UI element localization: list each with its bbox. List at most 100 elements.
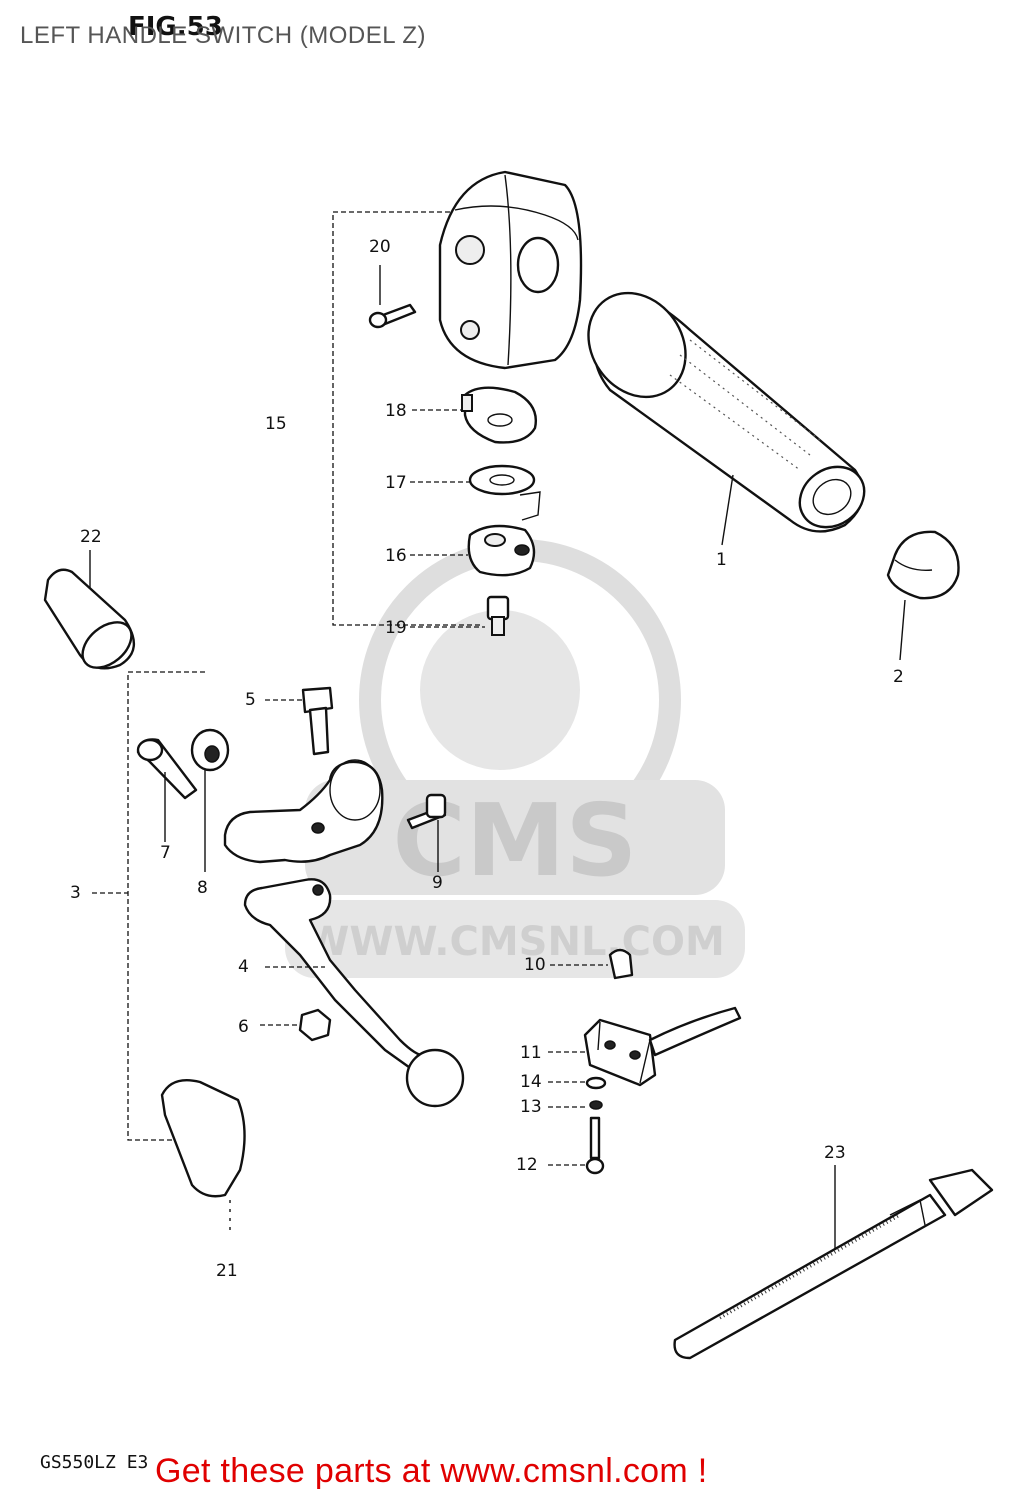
bolt-5-shank bbox=[308, 706, 330, 756]
callout-5: 5 bbox=[245, 690, 256, 710]
part-18-cam bbox=[463, 386, 537, 444]
switch-10 bbox=[550, 948, 634, 980]
figure-number: FIG.53 bbox=[128, 12, 223, 42]
callout-7: 7 bbox=[160, 843, 171, 863]
part-14-washer bbox=[585, 1076, 607, 1090]
part-17-hole bbox=[489, 474, 515, 486]
callout-6: 6 bbox=[238, 1017, 249, 1037]
lever-cover-21 bbox=[160, 1078, 246, 1230]
callout-8: 8 bbox=[197, 878, 208, 898]
leader-1 bbox=[721, 474, 734, 546]
bolt-5 bbox=[265, 686, 334, 756]
clutch-lever-4 bbox=[243, 878, 465, 1108]
page-title: LEFT HANDLE SWITCH (MODEL Z) bbox=[20, 22, 427, 49]
callout-2: 2 bbox=[893, 667, 904, 687]
boot-22-mouth bbox=[81, 621, 133, 669]
switch-housing-bore bbox=[516, 236, 560, 294]
callout-11: 11 bbox=[520, 1043, 542, 1063]
bolt-7 bbox=[136, 738, 198, 842]
switch-internals bbox=[410, 386, 541, 636]
lever-holder-pivot bbox=[311, 822, 325, 834]
callout-23: 23 bbox=[824, 1143, 846, 1163]
nut-6 bbox=[260, 1008, 332, 1042]
lever-cover-body bbox=[160, 1078, 246, 1198]
promo-link[interactable]: Get these parts at www.cmsnl.com ! bbox=[155, 1452, 708, 1490]
callout-15: 15 bbox=[265, 414, 287, 434]
switch-11-edges bbox=[597, 1021, 651, 1084]
callout-18: 18 bbox=[385, 401, 407, 421]
callout-4: 4 bbox=[238, 957, 249, 977]
callout-16: 16 bbox=[385, 546, 407, 566]
callout-22: 22 bbox=[80, 527, 102, 547]
cable-tie-23 bbox=[673, 1165, 994, 1360]
part-17-spring bbox=[519, 491, 541, 521]
bar-end-cap bbox=[886, 530, 960, 600]
part-19-screw-shank bbox=[491, 616, 505, 636]
leader-2 bbox=[899, 599, 906, 661]
callout-3: 3 bbox=[70, 883, 81, 903]
part-18-tab bbox=[461, 394, 473, 412]
part-16-pin bbox=[514, 544, 530, 556]
callout-17: 17 bbox=[385, 473, 407, 493]
clutch-switch-11 bbox=[548, 1006, 742, 1087]
callout-1: 1 bbox=[716, 550, 727, 570]
lever-holder bbox=[223, 759, 384, 864]
bracket-15 bbox=[332, 211, 480, 626]
callout-13: 13 bbox=[520, 1097, 542, 1117]
part-12-screw-shank bbox=[589, 1116, 601, 1160]
washer-8-hole bbox=[204, 745, 220, 763]
grip-end bbox=[798, 465, 866, 529]
cms-watermark: CMS WWW.CMSNL.COM bbox=[285, 539, 745, 978]
switch-11-hole-b bbox=[629, 1050, 641, 1060]
small-hardware bbox=[548, 1076, 607, 1175]
watermark-mascot bbox=[420, 610, 580, 770]
cable-tie-head bbox=[928, 1168, 994, 1217]
model-code: GS550LZ E3 bbox=[40, 1452, 149, 1473]
callout-19: 19 bbox=[385, 618, 407, 638]
callout-20: 20 bbox=[369, 237, 391, 257]
washer-8 bbox=[190, 728, 230, 872]
cable-tie-strap bbox=[673, 1193, 947, 1360]
cable-tie-teeth bbox=[719, 1213, 901, 1320]
switch-11-hole-a bbox=[604, 1040, 616, 1050]
bar-end-cap-rim bbox=[894, 559, 933, 571]
lever-4-ball-end bbox=[405, 1048, 465, 1108]
screw-9 bbox=[406, 793, 447, 872]
nut-6-body bbox=[298, 1008, 332, 1042]
handle-grip-1 bbox=[587, 291, 866, 546]
switch-housing bbox=[438, 170, 583, 370]
switch-11-cable bbox=[648, 1006, 742, 1057]
grip-end-hole bbox=[812, 478, 852, 516]
switch-housing-screw-hole bbox=[455, 235, 485, 265]
part-13-washer bbox=[589, 1100, 603, 1110]
callout-12: 12 bbox=[516, 1155, 538, 1175]
bolt-5-head bbox=[301, 686, 334, 714]
watermark-badge bbox=[305, 780, 725, 895]
bar-end-2 bbox=[886, 530, 960, 661]
switch-11-body bbox=[583, 1018, 657, 1087]
screw-20-head bbox=[368, 311, 388, 329]
callout-14: 14 bbox=[520, 1072, 542, 1092]
part-19-screw-head bbox=[486, 595, 510, 621]
screw-9-head bbox=[425, 793, 447, 819]
bracket-3 bbox=[92, 671, 205, 1141]
part-18-hole bbox=[487, 413, 513, 427]
bolt-7-head bbox=[136, 738, 164, 762]
switch-10-body bbox=[608, 948, 634, 980]
cable-boot-22 bbox=[43, 550, 135, 670]
grip-flange bbox=[587, 291, 687, 399]
callout-labels: 20 18 15 17 16 19 22 1 2 5 7 8 9 3 4 10 … bbox=[70, 237, 904, 1281]
callout-21: 21 bbox=[216, 1261, 238, 1281]
callout-9: 9 bbox=[432, 873, 443, 893]
part-17-washer bbox=[468, 464, 536, 496]
lever-4-body bbox=[243, 878, 432, 1077]
lever-4-pivot bbox=[312, 884, 324, 896]
bracket-15-line bbox=[332, 211, 480, 626]
part-16-hole bbox=[484, 533, 506, 547]
switch-housing-edge bbox=[454, 205, 579, 241]
watermark-url: WWW.CMSNL.COM bbox=[305, 919, 725, 965]
part-12-screw-head bbox=[585, 1157, 605, 1175]
callout-10: 10 bbox=[524, 955, 546, 975]
